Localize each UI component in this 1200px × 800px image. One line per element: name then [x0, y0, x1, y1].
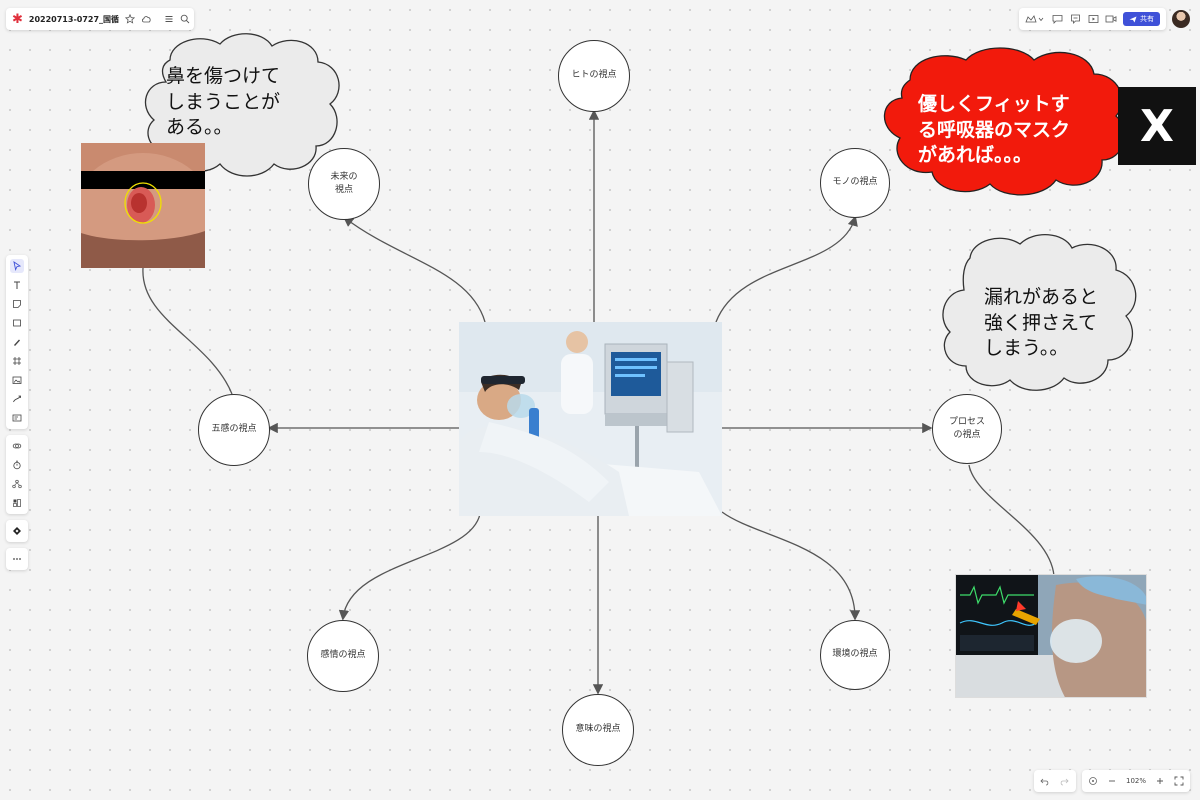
zoom-out-icon[interactable] [1107, 776, 1118, 787]
cloud-fit-text[interactable]: 優しくフィットす る呼吸器のマスク があれば。。。 [918, 93, 1071, 167]
reaction-icon[interactable] [1025, 13, 1045, 25]
tool-group-extra [6, 520, 28, 542]
patient-ventilator-image [459, 322, 722, 516]
cloud-sync-icon[interactable] [141, 13, 152, 25]
sticky-note-icon[interactable] [10, 297, 24, 311]
connector-icon[interactable] [10, 392, 24, 406]
chat-icon[interactable] [1051, 13, 1063, 25]
tool-group-main [6, 255, 28, 429]
mindmap-icon[interactable] [10, 477, 24, 491]
zoom-bar: 102% [1033, 770, 1190, 792]
image-icon[interactable] [10, 373, 24, 387]
text-icon[interactable] [10, 278, 24, 292]
link-icon[interactable] [10, 439, 24, 453]
node-mono[interactable]: モノの視点 [820, 148, 890, 218]
node-goukan[interactable]: 五感の視点 [198, 394, 270, 466]
connector-kankyou [721, 511, 861, 621]
select-icon[interactable] [10, 259, 24, 273]
connector-goukan-photo [142, 267, 233, 395]
zoom-level[interactable]: 102% [1125, 777, 1146, 785]
app-logo[interactable]: ✱ [12, 11, 23, 27]
x-mark-box[interactable]: X [1118, 87, 1196, 165]
send-icon [1129, 16, 1137, 22]
file-name[interactable]: 20220713-0727_国循 [28, 14, 120, 24]
history-controls [1033, 770, 1076, 792]
rectangle-icon[interactable] [10, 316, 24, 330]
cloud-leak-text[interactable]: 漏れがあると 強く押さえて しまう。。 [984, 286, 1099, 360]
mask-pressure-image [956, 575, 1146, 697]
timer-icon[interactable] [10, 458, 24, 472]
present-icon[interactable] [1087, 13, 1099, 25]
menu-icon[interactable] [164, 13, 174, 25]
node-mirai[interactable]: 未来の 視点 [308, 148, 380, 220]
fit-to-screen-icon[interactable] [1088, 776, 1099, 787]
nose-injury-image [81, 143, 205, 268]
redo-icon[interactable] [1059, 776, 1070, 787]
cloud-nose-text[interactable]: 鼻を傷つけて しまうことが ある。。 [166, 65, 281, 139]
video-call-icon[interactable] [1105, 13, 1117, 25]
connector-process-photo [968, 464, 1055, 577]
node-kanjou[interactable]: 感情の視点 [307, 620, 379, 692]
nose-injury-photo[interactable] [81, 143, 205, 268]
avatar[interactable] [1172, 10, 1190, 28]
grid-icon[interactable] [10, 496, 24, 510]
node-imi[interactable]: 意味の視点 [562, 694, 634, 766]
comment-icon[interactable] [1069, 13, 1081, 25]
undo-icon[interactable] [1040, 776, 1051, 787]
frame-icon[interactable] [10, 354, 24, 368]
card-icon[interactable] [10, 411, 24, 425]
mask-pressure-photo[interactable] [955, 574, 1147, 698]
center-photo-ventilator[interactable] [459, 322, 722, 516]
node-kankyou[interactable]: 環境の視点 [820, 620, 890, 690]
share-label: 共有 [1140, 15, 1154, 23]
search-icon[interactable] [180, 13, 190, 25]
file-bar: ✱ 20220713-0727_国循 [6, 8, 194, 30]
zoom-in-icon[interactable] [1154, 776, 1165, 787]
fullscreen-icon[interactable] [1173, 776, 1184, 787]
connector-kanjou [338, 513, 481, 621]
diamond-icon[interactable] [10, 524, 24, 538]
cloud-nose [144, 33, 340, 177]
top-right-bar: 共有 [1019, 8, 1190, 30]
node-hito[interactable]: ヒトの視点 [558, 40, 630, 112]
tool-group-apps [6, 435, 28, 514]
zoom-controls: 102% [1081, 770, 1190, 792]
star-icon[interactable] [125, 13, 136, 25]
more-icon[interactable] [10, 552, 24, 566]
pen-icon[interactable] [10, 335, 24, 349]
collaboration-tools: 共有 [1019, 8, 1166, 30]
share-button[interactable]: 共有 [1123, 12, 1160, 26]
cloud-fit [883, 47, 1126, 196]
left-toolbar [6, 255, 28, 570]
node-process[interactable]: プロセス の視点 [932, 394, 1002, 464]
connector-mono [715, 215, 858, 323]
cloud-leak [942, 233, 1137, 391]
tool-group-more [6, 548, 28, 570]
connector-mirai [342, 216, 486, 323]
